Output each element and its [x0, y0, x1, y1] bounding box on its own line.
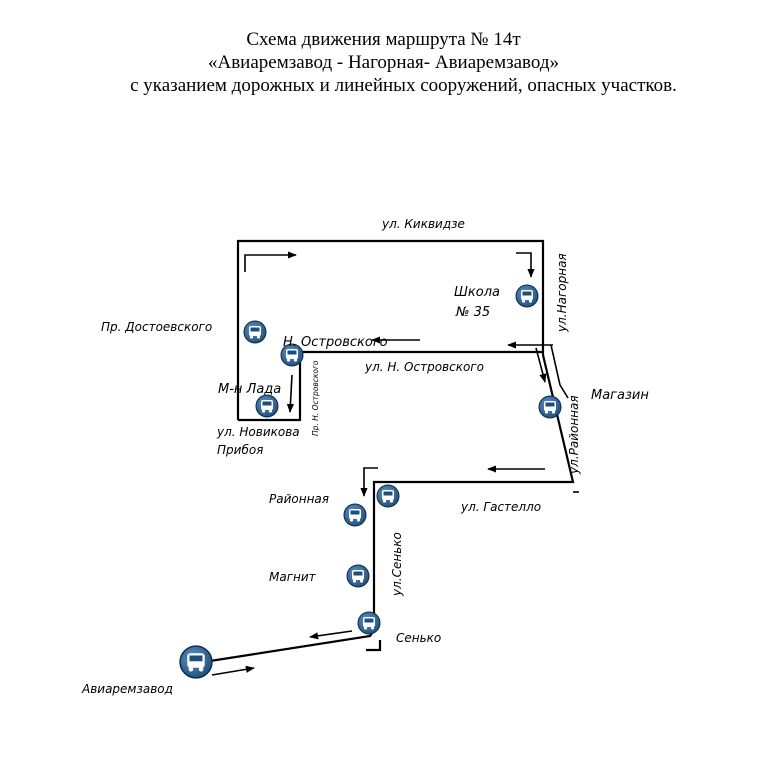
bus-stop-icon — [255, 394, 279, 418]
stop-senko: Сенько — [396, 631, 441, 645]
title-line-2: «Авиаремзавод - Нагорная- Авиаремзавод» — [207, 52, 560, 73]
bus-stop-icon — [243, 320, 267, 344]
street-novikova-line2: Прибоя — [217, 443, 263, 457]
arrow-icon — [309, 630, 353, 640]
bus-stop-icon — [357, 611, 381, 635]
street-labels: ул. Киквидзе ул.Нагорная ул. Н. Островск… — [216, 217, 581, 597]
route-senko-stub — [366, 640, 382, 652]
route-aviaremzavod — [209, 629, 375, 663]
bus-stop-icon — [376, 484, 400, 508]
stop-school-line2: № 35 — [455, 305, 490, 320]
map-title: Схема движения маршрута № 14т «Авиаремза… — [0, 28, 767, 97]
route-lines — [209, 239, 575, 663]
bus-stop-icon — [515, 284, 539, 308]
route-outer-loop — [236, 239, 545, 420]
arrow-icon — [211, 665, 255, 676]
arrow-icon — [550, 344, 569, 399]
street-novikova-line1: ул. Новикова — [216, 425, 300, 439]
stop-school-line1: Школа — [454, 285, 500, 300]
stop-rayonnaya: Районная — [269, 492, 329, 506]
street-senko: ул.Сенько — [390, 532, 404, 597]
arrow-icon — [516, 252, 535, 278]
bus-stop-icon — [179, 645, 213, 679]
bus-stop-icon — [346, 564, 370, 588]
arrow-icon — [360, 467, 378, 497]
stop-magazin: Магазин — [591, 388, 649, 403]
arrow-icon — [244, 251, 297, 272]
bus-stop-icon — [538, 395, 562, 419]
direction-arrows — [211, 251, 579, 676]
street-gastello: ул. Гастелло — [460, 500, 541, 514]
stop-magnit: Магнит — [269, 570, 317, 584]
route-rayonnaya — [372, 354, 575, 630]
title-line-1: Схема движения маршрута № 14т — [246, 29, 521, 50]
arrow-icon — [286, 374, 295, 413]
street-n-ostrovskogo: ул. Н. Островского — [364, 360, 484, 374]
stop-aviaremzavod: Авиаремзавод — [81, 682, 173, 696]
stop-n-ostrovskogo: Н. Островского — [283, 335, 388, 350]
stop-mn-lada: М-н Лада — [218, 382, 281, 397]
stop-dostoevskogo: Пр. Достоевского — [101, 320, 212, 334]
street-rayonnaya: ул.Районная — [567, 395, 581, 475]
arrow-icon — [535, 347, 547, 383]
street-kikvidze: ул. Киквидзе — [381, 217, 465, 231]
bus-stop-icon — [343, 503, 367, 527]
street-pr-n-ostrovskogo: Пр. Н. Островского — [311, 360, 320, 436]
title-line-3: с указанием дорожных и линейных сооружен… — [130, 75, 677, 96]
stop-labels: Школа № 35 Пр. Достоевского Н. Островско… — [81, 285, 649, 696]
street-nagornaya: ул.Нагорная — [555, 253, 569, 333]
